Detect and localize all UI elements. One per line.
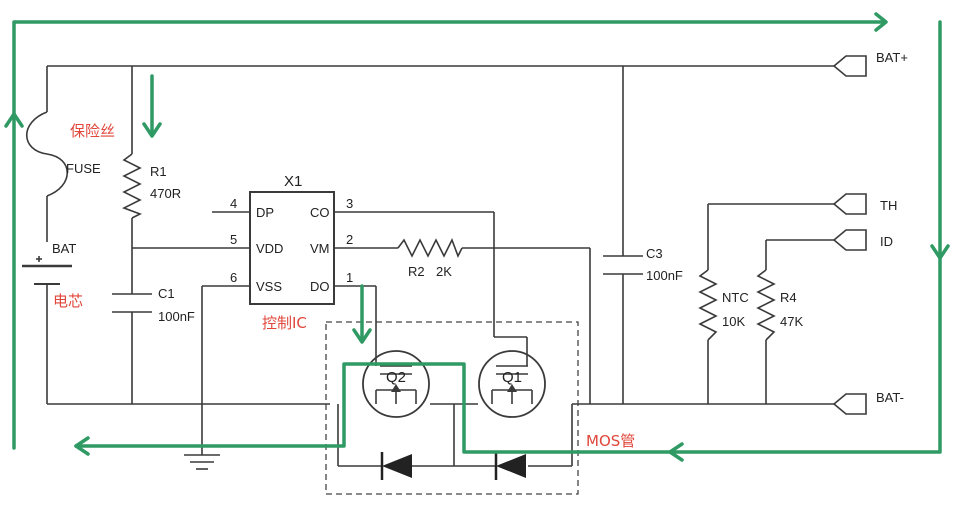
wiring [46,65,834,467]
c1-value: 100nF [158,309,195,324]
resistor-r1: R1 470R [122,153,181,219]
c1-label: C1 [158,286,175,301]
ic-cn-label: 控制IC [262,314,307,332]
thermistor-ntc: NTC 10K [698,269,749,341]
bat-plus-label: BAT+ [876,50,908,65]
id-label: ID [880,234,893,249]
bat-minus-label: BAT- [876,390,904,405]
pin-dp: DP [256,205,274,220]
terminal-bat-plus: BAT+ [832,50,908,77]
pin-do: DO [310,279,330,294]
mosfet-q2: Q2 [362,286,430,418]
ntc-label: NTC [722,290,749,305]
mos-cn-label: MOS管 [586,432,635,450]
fuse-cn-label: 保险丝 [70,122,115,140]
r4-label: R4 [780,290,797,305]
pin-vss: VSS [256,279,282,294]
pin-vm: VM [310,241,330,256]
c3-value: 100nF [646,268,683,283]
x1-label: X1 [284,173,302,190]
diode-right-icon [494,452,526,480]
terminal-bat-minus: BAT- [832,390,904,415]
r2-label: R2 [408,264,425,279]
c3-label: C3 [646,246,663,261]
mos-package-box [325,321,579,495]
battery-cell: BAT 电芯 [22,241,83,310]
th-label: TH [880,198,897,213]
diode-left-icon [380,452,412,480]
r1-label: R1 [150,164,167,179]
pin-num-1: 1 [346,270,353,285]
pin-co: CO [310,205,330,220]
current-flow-path [4,12,950,462]
capacitor-c3: C3 100nF [603,246,683,283]
pin-vdd: VDD [256,241,283,256]
capacitor-c1: C1 100nF [112,286,195,324]
ground-icon [184,454,220,470]
r2-value: 2K [436,264,452,279]
pin-num-3: 3 [346,196,353,211]
fuse: 保险丝 FUSE [25,111,115,197]
q2-label: Q2 [386,369,406,386]
pin-num-2: 2 [346,232,353,247]
terminal-th: TH [832,193,897,215]
r1-value: 470R [150,186,181,201]
pin-num-4: 4 [230,196,237,211]
bat-label: BAT [52,241,76,256]
q1-label: Q1 [502,369,522,386]
resistor-r2: R2 2K [397,238,463,279]
pin-num-6: 6 [230,270,237,285]
r4-value: 47K [780,314,803,329]
terminal-id: ID [832,229,893,251]
fuse-label: FUSE [66,161,101,176]
ntc-value: 10K [722,314,745,329]
pin-num-5: 5 [230,232,237,247]
cell-cn-label: 电芯 [53,292,83,310]
control-ic-x1: X1 DP VDD VSS CO VM DO 4 5 6 3 2 1 控制IC [230,173,353,332]
mosfet-q1: Q1 [478,350,546,418]
resistor-r4: R4 47K [756,269,803,341]
